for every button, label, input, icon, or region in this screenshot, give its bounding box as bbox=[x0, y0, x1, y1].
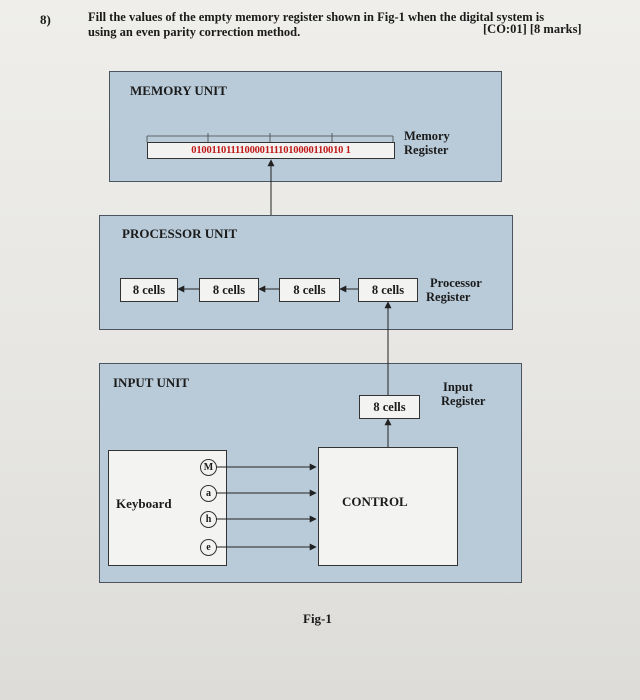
processor-register-label: Processor Register bbox=[426, 276, 482, 304]
question-number: 8) bbox=[40, 12, 51, 27]
input-register-label: Input Register bbox=[441, 380, 485, 408]
processor-cell-2: 8 cells bbox=[199, 278, 259, 302]
memory-register-ticks bbox=[146, 133, 394, 142]
processor-register-label-line-1: Processor bbox=[430, 276, 482, 290]
question-text-line-2: using an even parity correction method. bbox=[88, 25, 301, 39]
processor-cell-4: 8 cells bbox=[358, 278, 418, 302]
processor-unit-box bbox=[99, 215, 513, 330]
processor-cell-1: 8 cells bbox=[120, 278, 178, 302]
control-label: CONTROL bbox=[342, 494, 408, 509]
processor-register-label-line-2: Register bbox=[426, 290, 471, 304]
processor-cell-3: 8 cells bbox=[279, 278, 340, 302]
memory-register: 0100110111100001111010000110010 1 bbox=[147, 142, 395, 159]
memory-unit-box bbox=[109, 71, 502, 182]
input-register-label-line-2: Register bbox=[441, 394, 486, 408]
processor-unit-title: PROCESSOR UNIT bbox=[122, 226, 238, 241]
memory-register-value: 0100110111100001111010000110010 1 bbox=[191, 145, 351, 156]
memory-register-label-line-2: Register bbox=[404, 143, 449, 157]
input-register-label-line-1: Input bbox=[443, 380, 473, 394]
memory-register-label-line-1: Memory bbox=[404, 129, 450, 143]
memory-unit-title: MEMORY UNIT bbox=[130, 83, 227, 98]
input-unit-title: INPUT UNIT bbox=[113, 375, 189, 390]
control-box bbox=[318, 447, 458, 566]
question-marks: [CO:01] [8 marks] bbox=[483, 22, 582, 36]
question-text-line-1: Fill the values of the empty memory regi… bbox=[88, 10, 545, 24]
figure-caption: Fig-1 bbox=[303, 611, 332, 626]
memory-register-label: Memory Register bbox=[404, 129, 450, 157]
keyboard-label: Keyboard bbox=[116, 496, 172, 511]
